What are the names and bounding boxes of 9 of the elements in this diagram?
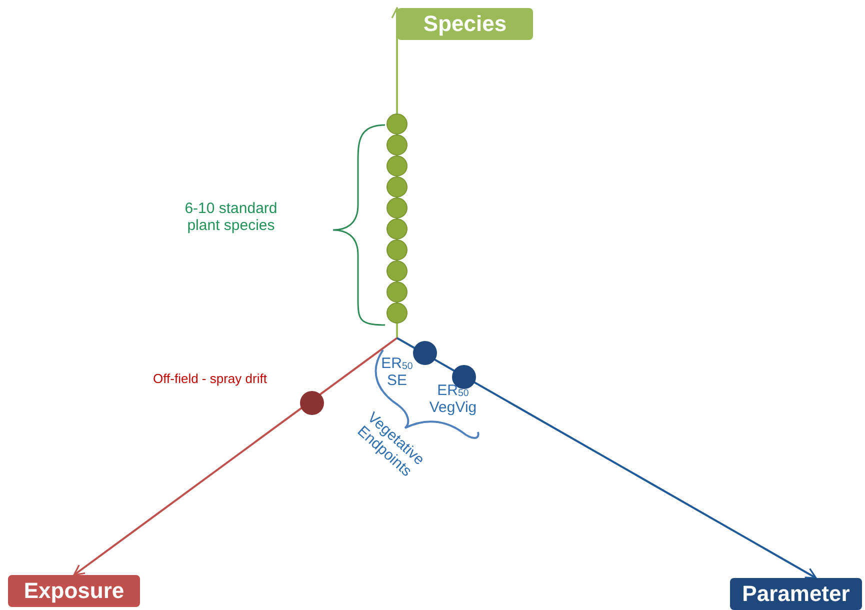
axis-arrow <box>73 337 398 576</box>
species-count-note: 6-10 standard plant species <box>184 200 278 234</box>
axis-arrow <box>396 337 817 579</box>
exposure-axis-label: Exposure <box>8 575 140 607</box>
endpoint-label: ER$_{50}$ VegVig <box>428 382 478 416</box>
exposure-note: Off-field - spray drift <box>152 372 268 387</box>
species-axis-label: Species <box>397 8 533 40</box>
parameter-axis-label: Parameter <box>730 578 862 610</box>
endpoint-label: ER$_{50}$ SE <box>380 355 414 390</box>
